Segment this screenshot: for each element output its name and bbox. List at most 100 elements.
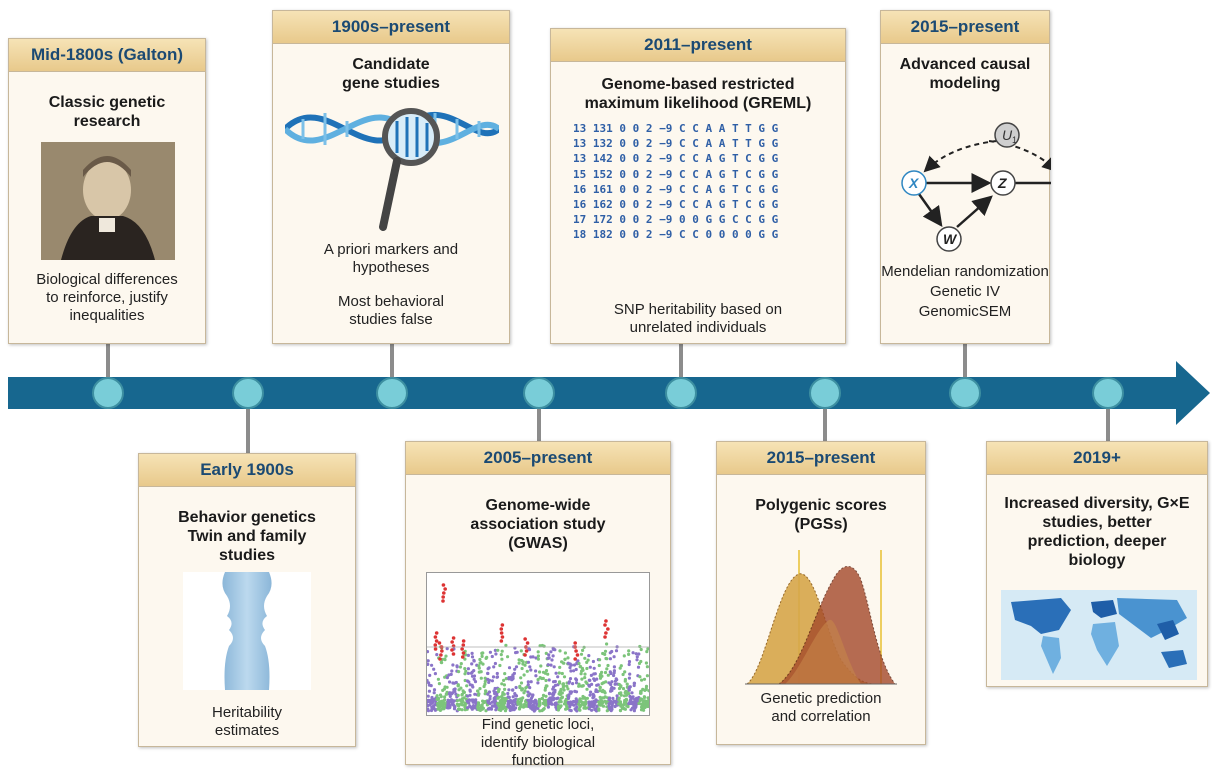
manhattan-point [588,665,592,669]
manhattan-point [591,692,595,696]
manhattan-point [554,671,558,675]
card-header: 2015–present [881,11,1049,44]
manhattan-point [514,706,518,710]
manhattan-hit [441,583,446,587]
manhattan-point [547,656,551,660]
manhattan-point [566,656,570,660]
manhattan-point [494,708,498,712]
manhattan-point [496,701,500,706]
manhattan-point [427,659,430,663]
manhattan-point [443,695,447,699]
manhattan-point [460,693,464,697]
manhattan-point [601,681,606,685]
manhattan-point [557,671,561,675]
manhattan-point [455,664,459,668]
manhattan-point [630,691,634,695]
manhattan-point [645,674,649,678]
manhattan-point [566,687,570,691]
manhattan-point [614,701,618,705]
manhattan-point [516,698,520,702]
manhattan-point [432,691,436,695]
manhattan-hit [434,639,439,643]
manhattan-point [481,706,485,710]
manhattan-point [451,700,455,704]
manhattan-point [500,697,504,701]
manhattan-point [443,657,447,661]
manhattan-point [478,661,482,665]
manhattan-point [487,707,491,711]
card-greml: 2011–present Genome-based restricted max… [550,28,846,344]
manhattan-point [639,691,643,695]
manhattan-point [446,702,451,706]
manhattan-point [547,702,551,706]
manhattan-point [431,705,435,709]
manhattan-point [487,666,491,670]
manhattan-point [466,706,470,710]
manhattan-point [572,663,577,667]
manhattan-point [484,709,488,713]
manhattan-point [507,666,512,670]
manhattan-point [445,647,449,651]
manhattan-point [529,680,533,684]
manhattan-point [578,664,582,669]
manhattan-point [543,671,547,675]
manhattan-point [624,693,629,697]
manhattan-point [634,652,638,656]
manhattan-point [486,700,490,704]
manhattan-point [481,699,485,703]
manhattan-point [428,673,432,677]
manhattan-point [526,690,530,694]
manhattan-point [542,707,546,711]
manhattan-point [624,697,628,701]
manhattan-point [613,679,617,683]
manhattan-point [536,650,540,654]
manhattan-point [528,699,532,703]
manhattan-point [466,671,470,675]
manhattan-point [536,657,540,661]
manhattan-point [500,682,504,686]
manhattan-point [584,700,588,704]
manhattan-point [578,704,582,708]
manhattan-point [592,672,596,676]
manhattan-point [583,656,587,660]
manhattan-point [492,665,496,669]
card-candidate: 1900s–present Candidate gene studies A p… [272,10,510,344]
manhattan-point [521,662,525,666]
manhattan-point [605,709,609,713]
manhattan-point [586,658,590,662]
manhattan-hit [442,591,446,595]
manhattan-point [447,692,452,696]
manhattan-point [554,701,558,705]
manhattan-point [538,709,542,713]
manhattan-point [579,652,584,656]
manhattan-point [497,695,501,699]
stem-early1900 [246,408,250,454]
manhattan-point [552,680,556,684]
manhattan-point [578,699,582,703]
manhattan-point [451,681,455,685]
manhattan-point [450,669,454,673]
manhattan-point [456,707,461,711]
manhattan-point [597,708,601,712]
manhattan-point [558,698,562,703]
manhattan-point [480,703,484,707]
manhattan-hit [573,641,577,645]
manhattan-point [625,682,629,686]
manhattan-point [579,672,583,676]
manhattan-point [534,674,538,678]
manhattan-point [520,698,524,703]
manhattan-point [497,708,501,712]
manhattan-point [534,701,538,705]
manhattan-point [551,647,555,651]
manhattan-point [525,669,529,673]
card-causal: 2015–present Advanced causal modeling U … [880,10,1051,344]
dag-label-z: Z [997,175,1007,191]
manhattan-point [515,650,519,654]
manhattan-hit [460,647,464,651]
manhattan-point [435,697,439,702]
manhattan-point [427,681,431,685]
manhattan-point [495,675,500,679]
card-header: 2015–present [717,442,925,475]
manhattan-point [606,673,610,677]
